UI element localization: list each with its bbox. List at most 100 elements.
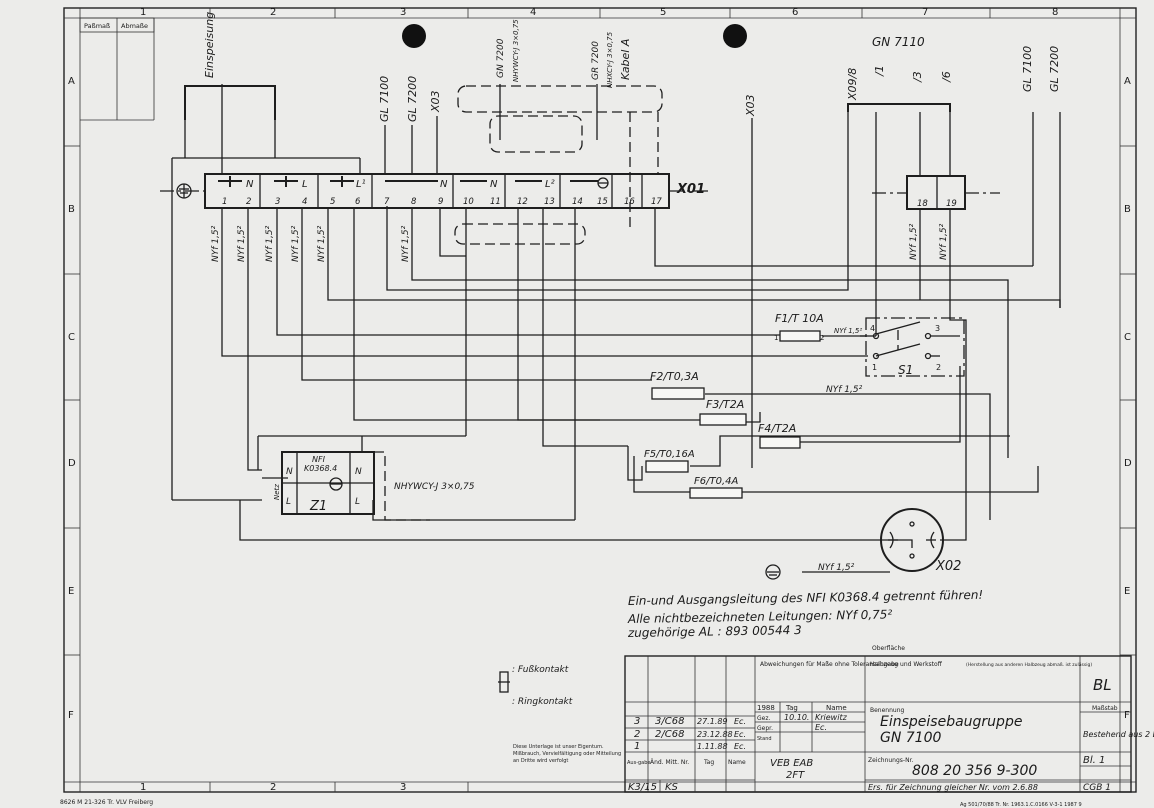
row-label: D — [68, 458, 76, 469]
fuse-f2 — [651, 387, 705, 400]
legend-ringkontakt: : Ringkontakt — [512, 697, 573, 707]
label-x03-right: X03 — [744, 94, 757, 117]
rev-number: 3 — [634, 716, 640, 727]
ground-symbol — [765, 564, 781, 580]
terminal-number: 2 — [246, 197, 251, 207]
bottom-right-print: Ag 501/70/88 Tr. Nr. 1963.1.C.0166 V-3-1… — [960, 802, 1082, 808]
wire-label: NYf 1,5² — [317, 225, 327, 262]
terminal-number: 3 — [275, 197, 280, 207]
wire-label: NYf 1,5² — [401, 225, 411, 262]
label-gl7100-right: GL 7100 — [1021, 46, 1034, 92]
rev-mitt: 2/C68 — [655, 729, 684, 740]
fuse-label-f6: F6/T0,4A — [694, 476, 738, 487]
terminal-number: 5 — [330, 197, 335, 207]
label-gl7200: GL 7200 — [406, 76, 419, 122]
terminal-mark: L¹ — [356, 179, 366, 190]
row-label: A — [1124, 76, 1131, 87]
terminal-number: 1 — [222, 197, 227, 207]
col-label: 3 — [400, 7, 406, 18]
col-label: 5 — [660, 7, 666, 18]
label-gr7200: GR 7200 — [591, 41, 601, 80]
terminal-number: 11 — [490, 197, 501, 207]
switch-wire-label: NYf 1,5² — [834, 327, 862, 335]
tb-row-gepr: Gepr. — [757, 725, 773, 732]
tb-zeichnungs-hdr: Zeichnungs-Nr. — [868, 757, 913, 764]
col-label: 6 — [792, 7, 798, 18]
terminal-number: 17 — [651, 197, 662, 207]
terminal-number: 6 — [355, 197, 361, 207]
wire-labels: NYf 1,5² NYf 1,5² NYf 1,5² NYf 1,5² NYf … — [211, 223, 949, 262]
filter-part: K0368.4 — [304, 464, 337, 473]
fuse-pin: 1 — [774, 334, 778, 342]
rev-tag: 27.1.89 — [697, 717, 728, 726]
tb-col-ausgabe: Aus-gabe — [627, 760, 651, 766]
label-nhxcy: NHXCY-J 3×0,75 — [606, 31, 614, 88]
rev-tag: 1.11.88 — [697, 742, 728, 751]
fuse-pin: 2 — [820, 334, 824, 342]
col-label: 1 — [140, 7, 146, 18]
rev-number: 1 — [634, 741, 640, 752]
fuse-f5 — [645, 460, 689, 473]
wire-label: NYf 1,5² — [237, 225, 247, 262]
terminal-block-x01: N L L¹ N N L² 1 2 3 4 5 6 7 8 9 10 11 12… — [160, 173, 712, 209]
terminal-number: 7 — [384, 197, 390, 207]
row-label: B — [1124, 204, 1131, 215]
terminal-number: 9 — [438, 197, 443, 207]
punch-hole — [402, 24, 426, 48]
tb-gez-date: 10.10. — [784, 713, 809, 722]
tb-abweichungen: Abweichungen für Maße ohne Toleranzangab… — [760, 661, 899, 668]
col-label: 1 — [140, 782, 146, 793]
tb-bl: BL — [1093, 676, 1112, 694]
corner-label: Abmaße — [121, 22, 148, 30]
tb-blatt: Bl. 1 — [1083, 755, 1105, 766]
row-label: E — [68, 586, 74, 597]
punch-hole — [723, 24, 747, 48]
terminal-number: 13 — [544, 197, 555, 207]
rev-name: Ec. — [734, 730, 746, 739]
row-label: C — [1124, 332, 1131, 343]
tb-tag-hdr: Tag — [785, 704, 798, 712]
terminal-mark: L² — [545, 179, 555, 190]
legend: : Fußkontakt : Ringkontakt — [498, 665, 573, 707]
row-label: E — [1124, 586, 1130, 597]
legend-fusskontakt: : Fußkontakt — [512, 665, 569, 675]
label-s6: /6 — [940, 71, 953, 83]
filter-n-out: N — [355, 467, 362, 477]
tb-copyright: Diese Unterlage ist unser Eigentum. Mißb… — [513, 744, 622, 764]
socket-label: X02 — [935, 559, 961, 574]
row-label: A — [68, 76, 75, 87]
col-label: 2 — [270, 7, 276, 18]
fuse-f6 — [689, 487, 743, 499]
tb-oberflaeche: Oberfläche — [872, 645, 905, 652]
wire-label: NYf 1,5² — [909, 223, 919, 260]
label-gl7200-right: GL 7200 — [1048, 46, 1061, 92]
terminal-block-label: X01 — [676, 182, 705, 197]
fuse-f4 — [759, 436, 801, 449]
terminal-number: 4 — [302, 197, 307, 207]
fuse-f3 — [699, 413, 747, 426]
top-cable-labels: Einspeisung GL 7100 GL 7200 X03 GN 7200 … — [203, 12, 1061, 122]
tb-ks: KS — [665, 782, 679, 793]
terminal-mark: N — [246, 179, 254, 190]
tb-k: K3/15 — [628, 782, 657, 793]
terminal-number: 19 — [946, 199, 957, 209]
tb-format: CGB 1 — [1083, 783, 1111, 793]
wiring — [171, 84, 1061, 573]
rev-tag: 23.12.88 — [697, 730, 733, 739]
fuse-label-f1: F1/T 10A — [775, 312, 824, 325]
fuse-label-f3: F3/T2A — [706, 398, 744, 411]
tb-name-hdr: Name — [826, 704, 847, 712]
wire-label: NYf 1,5² — [265, 225, 275, 262]
col-label: 8 — [1052, 7, 1058, 18]
label-x03: X03 — [429, 90, 442, 113]
switch-pin: 1 — [872, 363, 877, 372]
wire-label: NYf 1,5² — [939, 223, 949, 260]
terminal-number: 10 — [463, 197, 474, 207]
label-gn7110: GN 7110 — [872, 35, 925, 49]
wire-label: NYf 1,5² — [291, 225, 301, 262]
filter-label: Z1 — [309, 499, 327, 514]
label-nhywcy: NHYWCY-J 3×0,75 — [512, 19, 520, 82]
col-label: 7 — [922, 7, 928, 18]
tb-bestehend: Bestehend aus 2 Bl. — [1083, 730, 1154, 739]
